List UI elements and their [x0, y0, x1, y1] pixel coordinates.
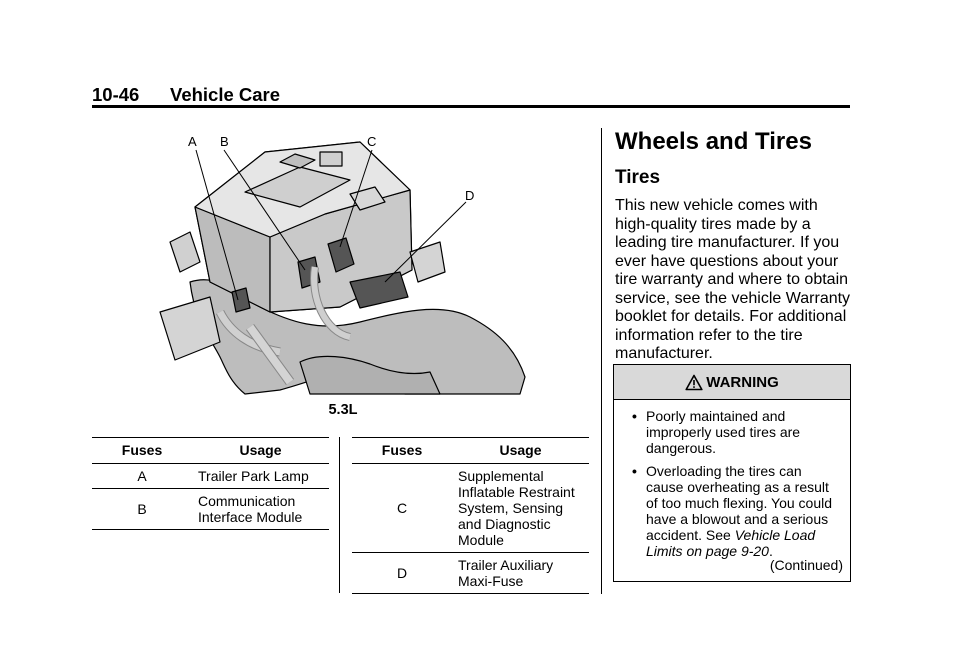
table-divider: [339, 437, 340, 593]
header-rule: [92, 105, 850, 108]
warning-header: WARNING: [614, 365, 850, 400]
tires-paragraph: This new vehicle comes with high-quality…: [615, 197, 851, 362]
warning-bullet-text: Poorly maintained and improperly used ti…: [646, 408, 801, 456]
fuse-block-illustration: A B C D: [150, 132, 530, 402]
section-title: Vehicle Care: [170, 84, 281, 105]
table-header-row: Fuses Usage: [352, 437, 589, 464]
fuse-table-right: Fuses Usage C Supplemental Inflatable Re…: [352, 437, 589, 594]
warning-list: • Poorly maintained and improperly used …: [614, 400, 850, 559]
usage-cell: Trailer Auxiliary Maxi-Fuse: [452, 552, 589, 594]
bullet-end: .: [768, 543, 773, 559]
callout-a: A: [188, 134, 197, 149]
cross-reference: Vehicle Load Limits on page 9-20: [646, 527, 816, 559]
list-item: • Poorly maintained and improperly used …: [632, 408, 842, 456]
section-heading: Wheels and Tires: [615, 128, 812, 155]
page-header: 10-46 Vehicle Care: [92, 84, 280, 106]
column-header-fuses: Fuses: [92, 437, 192, 464]
table-row: C Supplemental Inflatable Restraint Syst…: [352, 463, 589, 553]
list-item: • Overloading the tires can cause overhe…: [632, 463, 842, 559]
warning-bullet-text: Overloading the tires can cause overheat…: [646, 463, 833, 543]
callout-c: C: [367, 134, 376, 149]
usage-cell: Supplemental Inflatable Restraint System…: [452, 463, 589, 553]
fuse-cell: B: [92, 488, 192, 530]
usage-cell: Trailer Park Lamp: [192, 463, 329, 489]
table-row: A Trailer Park Lamp: [92, 463, 329, 489]
column-divider: [601, 128, 602, 594]
bullet-icon: •: [632, 463, 637, 479]
warning-triangle-icon: [685, 374, 703, 390]
figure-caption: 5.3L: [328, 402, 358, 418]
subsection-heading: Tires: [615, 167, 661, 188]
warning-box: WARNING • Poorly maintained and improper…: [613, 364, 851, 582]
page-number: 10-46: [92, 84, 140, 105]
table-row: B Communication Interface Module: [92, 488, 329, 530]
fuse-table-left: Fuses Usage A Trailer Park Lamp B Commun…: [92, 437, 329, 530]
column-header-usage: Usage: [452, 437, 589, 464]
table-row: D Trailer Auxiliary Maxi-Fuse: [352, 552, 589, 594]
engine-fuse-block-drawing: A B C D: [159, 134, 526, 395]
column-header-fuses: Fuses: [352, 437, 452, 464]
warning-title: WARNING: [706, 373, 779, 391]
table-header-row: Fuses Usage: [92, 437, 329, 464]
fuse-cell: D: [352, 552, 452, 594]
bullet-icon: •: [632, 408, 637, 424]
fuse-cell: A: [92, 463, 192, 489]
continued-label: (Continued): [769, 557, 843, 573]
usage-cell: Communication Interface Module: [192, 488, 329, 530]
fuse-cell: C: [352, 463, 452, 553]
callout-d: D: [465, 188, 474, 203]
callout-b: B: [220, 134, 229, 149]
column-header-usage: Usage: [192, 437, 329, 464]
